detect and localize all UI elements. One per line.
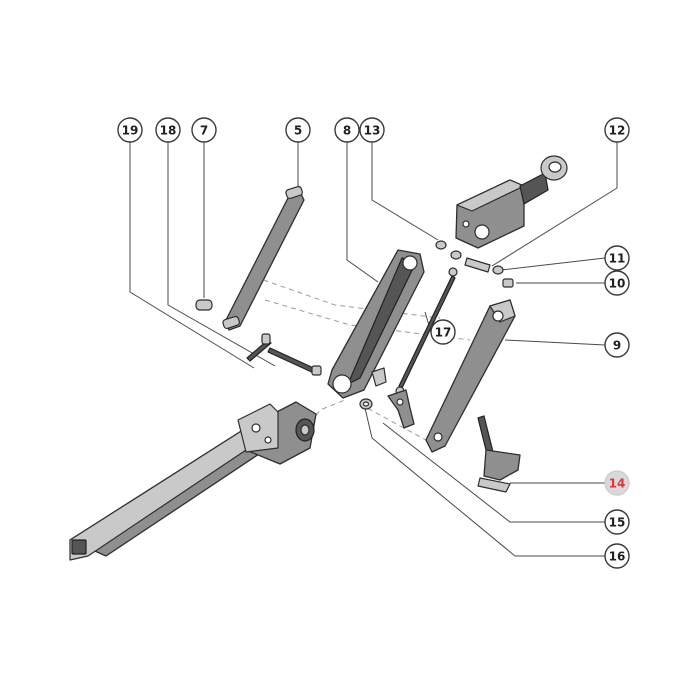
part-11-washer — [492, 265, 504, 275]
callout-14: 14 — [604, 470, 630, 496]
part-15-bracket — [371, 367, 415, 429]
callout-19-label: 19 — [122, 124, 139, 138]
callout-5-label: 5 — [294, 124, 302, 138]
callout-18-label: 18 — [160, 124, 177, 138]
callout-12-label: 12 — [609, 124, 626, 138]
leader-12 — [491, 142, 618, 267]
callout-18: 18 — [155, 117, 181, 143]
callout-11: 11 — [604, 245, 630, 271]
callout-13-label: 13 — [364, 124, 381, 138]
part-5-tie-rod — [222, 185, 305, 331]
part-13-washer — [435, 240, 462, 260]
leader-8 — [346, 142, 379, 283]
part-14-latch-lever — [477, 415, 521, 493]
callout-15-label: 15 — [609, 516, 626, 530]
part-16-ring — [359, 398, 373, 410]
callout-9: 9 — [604, 332, 630, 358]
callout-10: 10 — [604, 270, 630, 296]
callout-15: 15 — [604, 509, 630, 535]
leader-lines — [129, 142, 618, 557]
callout-8: 8 — [334, 117, 360, 143]
part-9-lower-arm — [425, 299, 516, 453]
callout-8-label: 8 — [343, 124, 351, 138]
callout-9-label: 9 — [613, 339, 621, 353]
callout-16: 16 — [604, 543, 630, 569]
part-8-link-arm — [327, 249, 425, 399]
callout-10-label: 10 — [609, 277, 626, 291]
part-7-pin — [195, 299, 213, 311]
callout-11-label: 11 — [609, 252, 626, 266]
callout-19: 19 — [117, 117, 143, 143]
callout-7-label: 7 — [200, 124, 208, 138]
part-12-sleeve — [464, 257, 491, 273]
leader-16 — [364, 407, 605, 557]
callout-13: 13 — [359, 117, 385, 143]
callout-12: 12 — [604, 117, 630, 143]
part-19-bolt — [246, 333, 272, 362]
leader-13 — [371, 142, 439, 241]
callout-17-label: 17 — [435, 326, 452, 340]
part-18-long-bolt — [267, 347, 322, 376]
leader-19 — [129, 142, 255, 369]
callout-7: 7 — [191, 117, 217, 143]
leader-9 — [504, 339, 606, 346]
part-10-nut — [502, 278, 514, 288]
callout-17: 17 — [430, 319, 456, 345]
part-hitch-head — [455, 155, 568, 249]
part-main-drawbar — [69, 401, 317, 561]
leader-15 — [382, 422, 605, 523]
leader-11 — [500, 257, 606, 271]
callout-5: 5 — [285, 117, 311, 143]
callout-16-label: 16 — [609, 550, 626, 564]
callout-14-label: 14 — [609, 477, 626, 491]
leader-18 — [167, 142, 276, 367]
part-17-rod — [395, 267, 458, 396]
